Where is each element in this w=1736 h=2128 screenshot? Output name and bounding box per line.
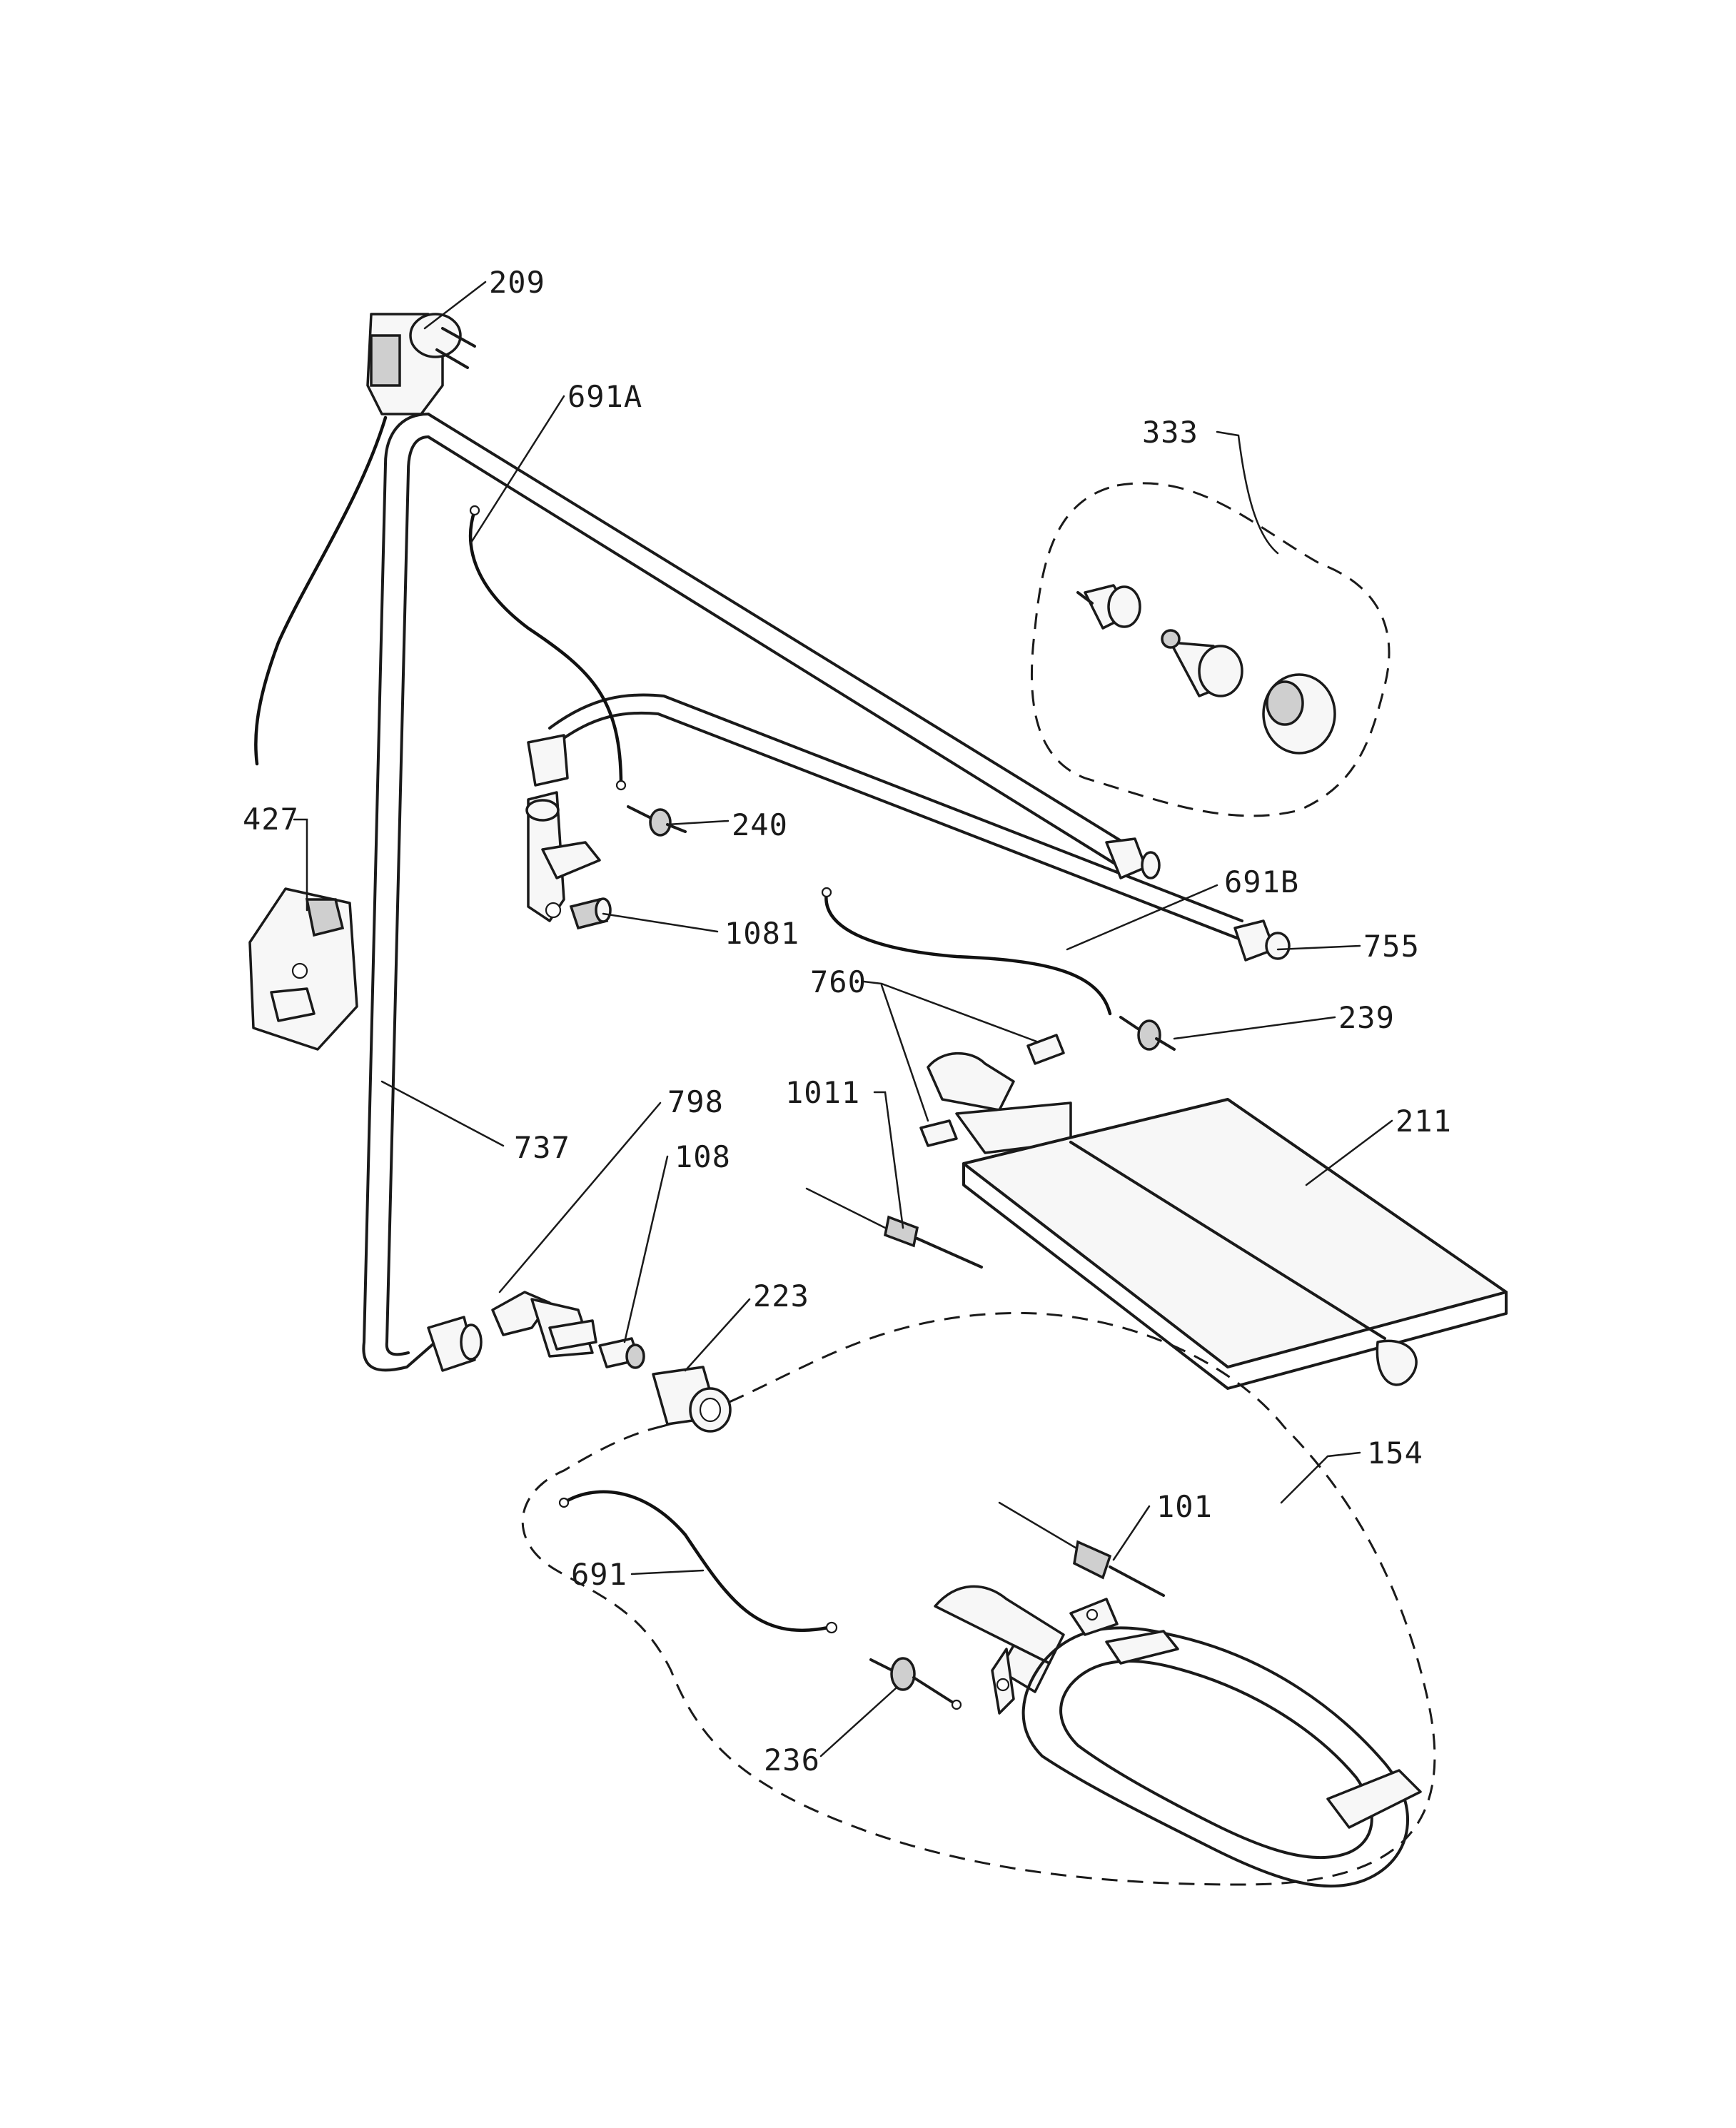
group-outline-154 <box>521 1311 1436 1886</box>
wire-691B <box>824 890 1112 1016</box>
thermocouple-1011 <box>805 1187 983 1269</box>
callout-101: 101 <box>1156 1489 1213 1524</box>
callout-154: 154 <box>1367 1436 1423 1471</box>
wire-691-end <box>558 1497 570 1508</box>
wire-691A-end <box>615 780 627 791</box>
callout-760: 760 <box>810 964 867 999</box>
callout-737: 737 <box>514 1130 570 1165</box>
callout-240: 240 <box>732 807 788 842</box>
callout-108: 108 <box>675 1139 731 1174</box>
leader-lines <box>293 281 1393 1758</box>
nozzle-1081 <box>569 897 612 930</box>
elbow-798 <box>491 1291 597 1358</box>
callout-691A: 691A <box>567 379 642 414</box>
callout-333: 333 <box>1142 415 1198 450</box>
wire-691-end <box>825 1621 838 1634</box>
fitting-755 <box>1233 919 1291 962</box>
group-outline-333 <box>1031 482 1391 817</box>
callout-1011: 1011 <box>785 1075 860 1110</box>
wire-691B-end <box>821 887 832 898</box>
wire-691A-end <box>469 505 480 516</box>
electrode-236 <box>869 1657 962 1710</box>
connector-nut-737 <box>427 1316 483 1372</box>
callout-691: 691 <box>571 1557 627 1592</box>
nozzle-108 <box>598 1337 645 1369</box>
u-burner-154 <box>934 1585 1422 1888</box>
clip-760-a <box>1026 1034 1065 1065</box>
callout-labels: 209 691A 333 427 240 1081 691B 755 760 2… <box>243 265 1452 1777</box>
gas-hose-737 <box>362 413 1136 1372</box>
callout-236: 236 <box>764 1743 820 1777</box>
fitting-gas-hose-end <box>1105 837 1161 879</box>
callout-755: 755 <box>1363 929 1420 964</box>
wire-691A <box>468 508 623 787</box>
valve-elbow <box>525 734 601 922</box>
wire-691 <box>562 1490 830 1633</box>
callout-223: 223 <box>753 1279 809 1313</box>
callout-209: 209 <box>489 265 545 300</box>
callout-691B: 691B <box>1224 864 1299 899</box>
ignition-module <box>248 887 358 1051</box>
knob-set <box>1076 584 1336 755</box>
cable-209 <box>254 415 388 766</box>
electrode-239 <box>1119 1016 1176 1051</box>
callout-1081: 1081 <box>725 916 799 951</box>
callout-211: 211 <box>1396 1104 1452 1139</box>
gas-hose-755 <box>548 693 1243 941</box>
venturi-223 <box>652 1366 732 1433</box>
callout-427: 427 <box>243 802 299 837</box>
electrode-240 <box>627 805 687 837</box>
mains-plug <box>366 313 476 415</box>
callout-798: 798 <box>667 1084 724 1119</box>
callout-239: 239 <box>1338 1000 1395 1035</box>
burner-plate-211 <box>927 1052 1508 1390</box>
clip-760-b <box>919 1119 958 1147</box>
electrode-101 <box>998 1501 1165 1597</box>
